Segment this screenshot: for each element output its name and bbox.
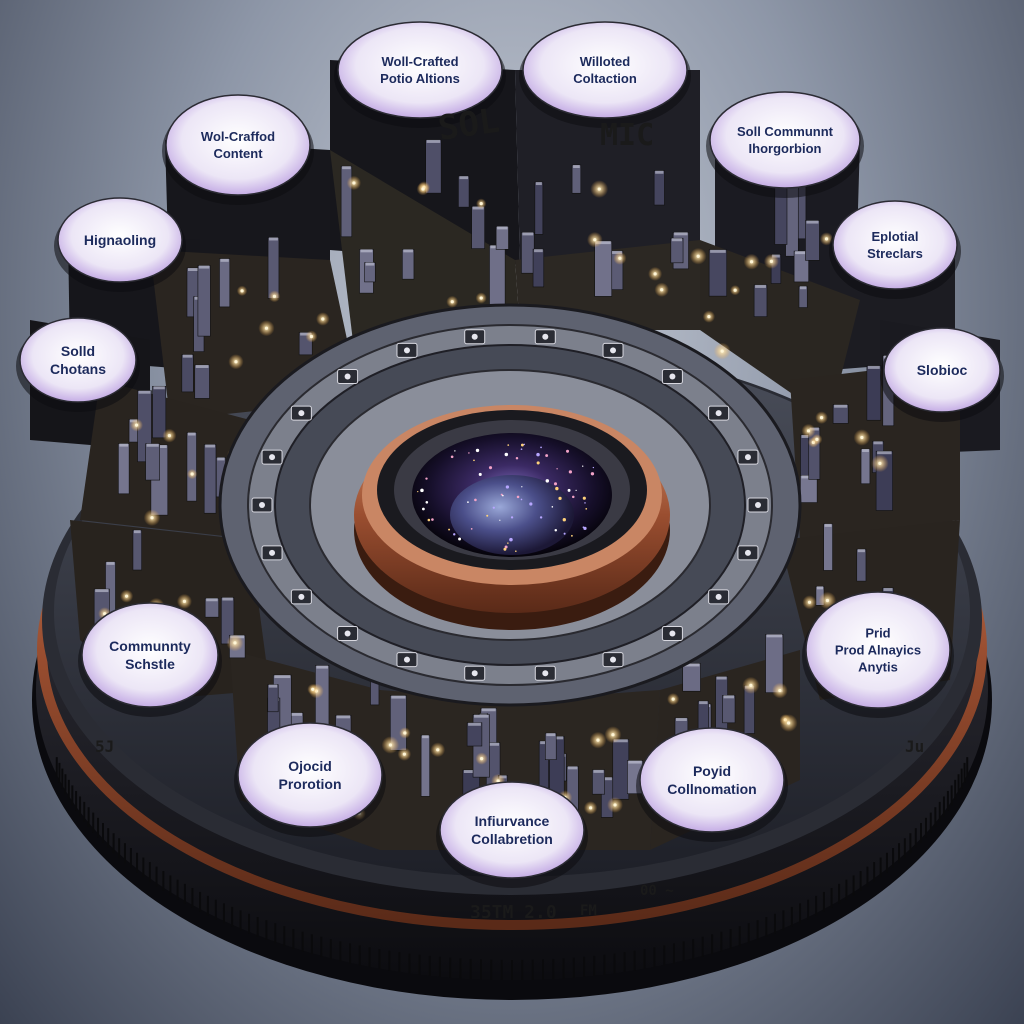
label-eplofial-structures-line2: Streclars <box>867 246 923 261</box>
label-solld-chotans-line1: Solld <box>61 343 95 359</box>
ring-knurling <box>55 757 969 980</box>
label-community-schedule-line1: Communnty <box>109 638 191 654</box>
central-lens <box>354 405 670 630</box>
label-well-crafted-content-line1: Wol-Craffod <box>201 129 275 144</box>
label-paid-analytics-line2: Prod Alnayics <box>835 643 921 658</box>
label-influence-collaboration-line1: Infiurvance <box>475 813 550 829</box>
label-poyid-collaboration-line2: Collnomation <box>667 781 756 797</box>
label-well-crafted-posts-line2: Potio Altions <box>380 71 460 86</box>
panel-mark-left: SOL <box>436 101 502 149</box>
label-well-crafted-posts-line1: Woll-Crafted <box>381 54 458 69</box>
label-soll-community-integration-line2: Ihorgorbion <box>749 141 822 156</box>
label-willoted-collections-line2: Coltaction <box>573 71 637 86</box>
label-community-schedule-line2: Schstle <box>125 656 175 672</box>
ring-side-left: 5J <box>95 737 114 756</box>
label-solld-chotans-line2: Chotans <box>50 361 106 377</box>
ring-mark-right: 00 ~ <box>640 883 674 899</box>
label-soll-community-integration-line1: Soll Communnt <box>737 124 834 139</box>
label-slobioc-line1: Slobioc <box>917 362 968 378</box>
label-hignaoling-line1: Hignaoling <box>84 232 156 248</box>
label-poyid-collaboration-line1: Poyid <box>693 763 731 779</box>
label-influence-collaboration-line2: Collabretion <box>471 831 553 847</box>
label-willoted-collections-line1: Willoted <box>580 54 630 69</box>
ring-side-right: Ju <box>905 737 924 756</box>
panel-mark-right: MIC <box>600 118 654 153</box>
dial-icons <box>251 329 769 681</box>
label-bubble-hignaoling: Hignaoling <box>54 197 186 292</box>
label-paid-analytics-line3: Anytis <box>858 660 898 675</box>
label-oxjocid-promotion-line1: Ojocid <box>288 758 332 774</box>
label-eplofial-structures-line1: Eplotial <box>872 229 919 244</box>
label-paid-analytics-line1: Prid <box>865 626 890 641</box>
label-oxjocid-promotion-line2: Prorotion <box>279 776 342 792</box>
label-well-crafted-content-line2: Content <box>213 146 263 161</box>
ring-mark-left: FM <box>580 903 597 919</box>
label-bubble-slobioc: Slobioc <box>880 327 1004 422</box>
ring-model-text: 35TM 2.0 <box>470 902 557 923</box>
